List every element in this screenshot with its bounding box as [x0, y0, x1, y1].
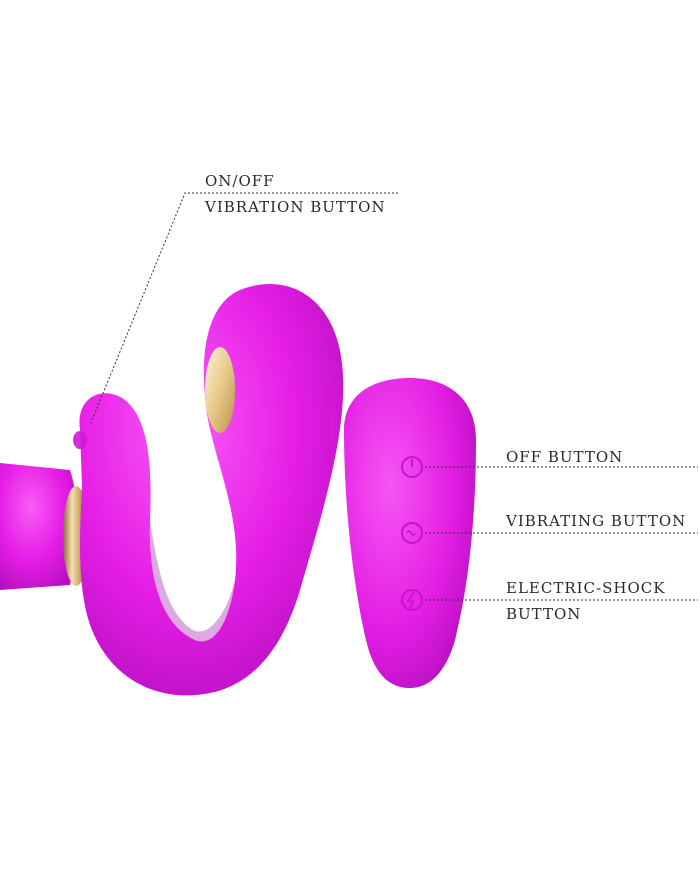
gold-pad	[205, 347, 235, 433]
label-shock-line2: BUTTON	[506, 605, 582, 623]
label-vibrating-text: VIBRATING BUTTON	[506, 512, 687, 530]
leader-lines	[89, 192, 698, 601]
label-off-button: OFF BUTTON	[506, 444, 623, 470]
device-handle	[0, 463, 78, 590]
label-off-text: OFF BUTTON	[506, 448, 624, 466]
power-icon[interactable]	[401, 456, 423, 478]
leader-onoff	[89, 192, 398, 426]
label-electric-shock-button: ELECTRIC-SHOCK BUTTON	[506, 575, 665, 627]
label-vibrating-button: VIBRATING BUTTON	[506, 508, 686, 534]
vibration-icon[interactable]	[401, 522, 423, 544]
remote-control	[344, 378, 476, 688]
label-onoff-vibration: ON/OFF VIBRATION BUTTON	[205, 168, 386, 220]
lightning-icon[interactable]	[401, 589, 423, 611]
label-onoff-line2: VIBRATION BUTTON	[205, 198, 386, 216]
onoff-button[interactable]	[73, 431, 87, 449]
label-onoff-line1: ON/OFF	[205, 172, 275, 190]
label-shock-line1: ELECTRIC-SHOCK	[506, 579, 666, 597]
device-body	[79, 283, 344, 696]
body-shadow	[149, 520, 235, 642]
